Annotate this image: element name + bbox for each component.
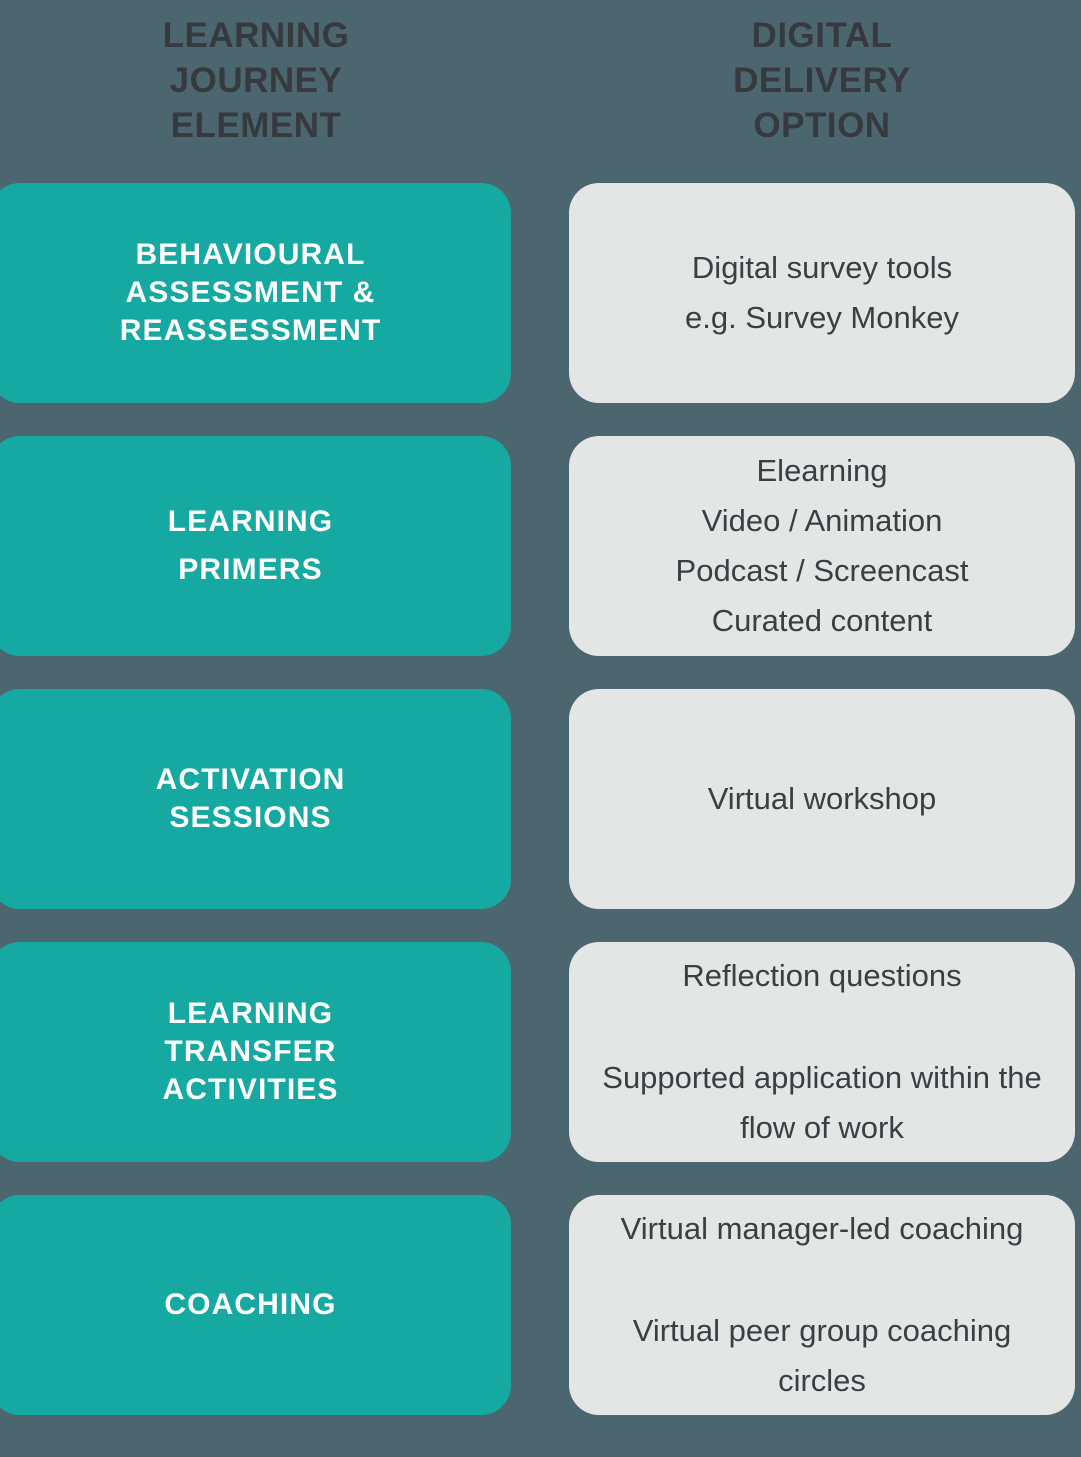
option-card[interactable]: Virtual manager-led coaching Virtual pee… [569, 1195, 1075, 1415]
element-card[interactable]: ACTIVATION SESSIONS [0, 689, 511, 909]
element-card[interactable]: BEHAVIOURAL ASSESSMENT & REASSESSMENT [0, 183, 511, 403]
table-row: LEARNING TRANSFER ACTIVITIES Reflection … [0, 942, 1081, 1162]
element-label: BEHAVIOURAL ASSESSMENT & REASSESSMENT [119, 238, 382, 347]
card-grid: BEHAVIOURAL ASSESSMENT & REASSESSMENT Di… [0, 183, 1081, 1415]
option-label: Virtual workshop [707, 780, 937, 816]
option-line: Virtual peer group coaching circles [632, 1313, 1012, 1399]
element-card[interactable]: LEARNING TRANSFER ACTIVITIES [0, 942, 511, 1162]
element-card[interactable]: COACHING [0, 1195, 511, 1415]
option-card[interactable]: Digital survey tools e.g. Survey Monkey [569, 183, 1075, 403]
option-label: Digital survey tools e.g. Survey Monkey [685, 249, 959, 335]
option-line: Supported application within the flow of… [602, 1060, 1042, 1146]
element-label: ACTIVATION SESSIONS [155, 763, 346, 834]
learning-journey-table: LEARNING JOURNEY ELEMENT DIGITAL DELIVER… [0, 0, 1081, 1415]
option-label: Virtual manager-led coaching Virtual pee… [591, 1153, 1053, 1456]
element-card[interactable]: LEARNING PRIMERS [0, 436, 511, 656]
header-learning-journey-element: LEARNING JOURNEY ELEMENT [162, 16, 350, 145]
element-label: LEARNING TRANSFER ACTIVITIES [162, 997, 339, 1106]
column-headers: LEARNING JOURNEY ELEMENT DIGITAL DELIVER… [0, 0, 1081, 180]
option-label: Elearning Video / Animation Podcast / Sc… [675, 452, 969, 639]
table-row: BEHAVIOURAL ASSESSMENT & REASSESSMENT Di… [0, 183, 1081, 403]
option-card[interactable]: Virtual workshop [569, 689, 1075, 909]
option-line: Reflection questions [682, 957, 962, 993]
option-label: Reflection questions Supported applicati… [591, 900, 1053, 1203]
element-label: LEARNING PRIMERS [167, 505, 334, 586]
table-row: COACHING Virtual manager-led coaching Vi… [0, 1195, 1081, 1415]
header-digital-delivery-option: DIGITAL DELIVERY OPTION [733, 16, 911, 145]
element-label: COACHING [164, 1288, 337, 1321]
table-row: LEARNING PRIMERS Elearning Video / Anima… [0, 436, 1081, 656]
option-card[interactable]: Reflection questions Supported applicati… [569, 942, 1075, 1162]
option-card[interactable]: Elearning Video / Animation Podcast / Sc… [569, 436, 1075, 656]
table-row: ACTIVATION SESSIONS Virtual workshop [0, 689, 1081, 909]
option-line: Virtual manager-led coaching [620, 1210, 1024, 1246]
